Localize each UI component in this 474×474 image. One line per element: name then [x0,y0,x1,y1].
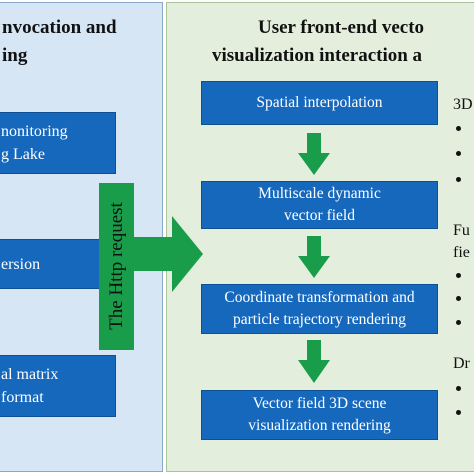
server-panel-heading-line-2: ing [2,45,28,66]
step-scene-rendering: Vector field 3D scene visualization rend… [201,390,438,440]
step-4-line-1: Vector field 3D scene [252,395,387,412]
bullet [456,177,461,182]
step-spatial-interpolation: Spatial interpolation [201,81,438,125]
bullet [456,151,461,156]
server-panel-heading-line-1: nvocation and [2,17,117,38]
step-1-line-1: Spatial interpolation [256,94,383,111]
step-coordinate-transformation: Coordinate transformation and particle t… [201,284,438,334]
left-box-version: ersion [0,239,116,289]
left-box-3-line-1: al matrix [1,366,59,383]
left-box-1-line-1: nonitoring [1,123,68,140]
step-multiscale-vector-field: Multiscale dynamic vector field [201,181,438,229]
bullet [456,296,461,301]
left-box-3-line-2: format [1,389,44,406]
step-3-line-1: Coordinate transformation and [224,289,415,306]
down-arrow-2 [298,236,330,278]
left-box-matrix-format: al matrix format [0,355,116,417]
step-3-line-2: particle trajectory rendering [232,311,406,328]
bullet [456,273,461,278]
bullet [456,126,461,131]
front-end-heading-line-1: User front-end vecto [258,17,425,38]
down-arrow-3 [298,340,330,383]
side-label-fie: fie [453,244,470,261]
side-label-dr: Dr [453,355,470,372]
left-box-2-line-1: ersion [1,255,41,273]
bullet [456,386,461,391]
step-2-line-1: Multiscale dynamic [258,185,381,202]
left-box-1-line-2: g Lake [1,146,45,163]
front-end-heading-line-2: visualization interaction a [212,45,423,66]
left-box-monitoring-lake: nonitoring g Lake [0,112,116,174]
down-arrow-1 [298,133,330,175]
step-2-line-2: vector field [283,207,355,224]
side-label-3d: 3D [453,96,473,113]
step-4-line-2: visualization rendering [248,417,391,434]
side-label-fu: Fu [453,222,470,239]
bullet [456,320,461,325]
bullet [456,410,461,415]
